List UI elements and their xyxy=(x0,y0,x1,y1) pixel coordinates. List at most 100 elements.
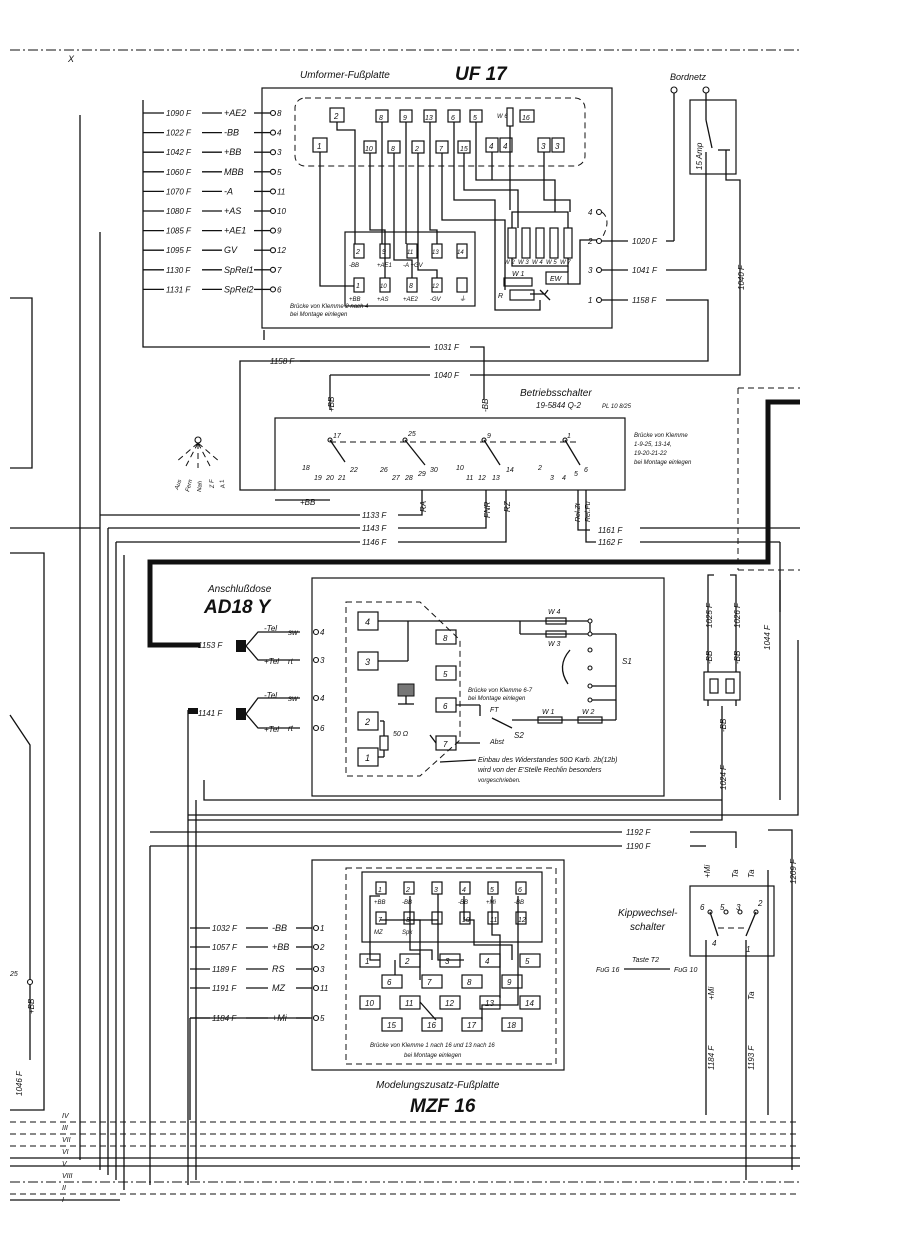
svg-text:VII: VII xyxy=(62,1137,71,1144)
uf17-frame xyxy=(261,87,613,329)
ad18y-note-leader xyxy=(439,759,477,763)
svg-text:-BB: -BB xyxy=(402,900,412,906)
svg-text:3: 3 xyxy=(277,148,282,157)
mid-wire-1162: 1162 F xyxy=(598,538,623,547)
bottom-bus: IV III VII VI V VIII II I xyxy=(10,1113,800,1204)
svg-text:+BB: +BB xyxy=(349,297,361,303)
svg-text:11: 11 xyxy=(407,250,413,256)
svg-text:11: 11 xyxy=(320,984,328,993)
ad18y-note1-2: bei Montage einlegen xyxy=(468,696,526,702)
svg-text:4: 4 xyxy=(503,142,508,151)
right-side-connector-pin-2 xyxy=(725,678,735,694)
svg-text:7: 7 xyxy=(443,740,448,749)
mzf16-note-1: Brücke von Klemme 1 nach 16 und 13 nach … xyxy=(370,1043,495,1049)
svg-text:18: 18 xyxy=(302,465,310,472)
svg-text:2: 2 xyxy=(319,943,325,952)
svg-text:2: 2 xyxy=(333,112,339,121)
mzf16-title: Modelungszusatz-Fußplatte xyxy=(376,1080,500,1091)
svg-text:6: 6 xyxy=(451,115,455,122)
fuse-label: 15 Amp xyxy=(695,142,704,170)
svg-text:VI: VI xyxy=(62,1149,69,1156)
bus-wire-1031: 1031 F xyxy=(434,343,460,352)
svg-text:8: 8 xyxy=(391,146,395,153)
kipp-mi-top: +Mi xyxy=(703,865,712,878)
svg-text:17: 17 xyxy=(333,433,342,440)
roman-mark-top: X xyxy=(67,54,75,64)
svg-text:1032 F: 1032 F xyxy=(212,924,238,933)
svg-text:8: 8 xyxy=(443,634,448,643)
right-wire-1025: 1025 F xyxy=(705,602,714,628)
svg-text:3: 3 xyxy=(320,656,325,665)
svg-text:W 6: W 6 xyxy=(497,114,508,120)
uf17-r-label: R xyxy=(498,293,503,300)
ad18y-title: Anschlußdose xyxy=(207,584,272,595)
svg-text:5: 5 xyxy=(473,115,477,122)
mid-wire-1161: 1161 F xyxy=(598,526,623,535)
svg-text:Nah: Nah xyxy=(197,480,204,492)
svg-text:4: 4 xyxy=(277,129,282,138)
svg-text:10: 10 xyxy=(380,284,387,290)
svg-text:VIII: VIII xyxy=(62,1173,73,1180)
svg-text:1141 F: 1141 F xyxy=(198,709,223,718)
uf17-title: Umformer-Fußplatte xyxy=(300,70,390,81)
svg-text:16: 16 xyxy=(427,1021,436,1030)
svg-text:MZ: MZ xyxy=(374,930,383,936)
svg-text:1153 F: 1153 F xyxy=(198,641,223,650)
svg-text:2: 2 xyxy=(757,899,763,908)
svg-text:21: 21 xyxy=(337,475,346,482)
svg-text:10: 10 xyxy=(277,207,286,216)
svg-text:7: 7 xyxy=(427,978,432,987)
svg-text:5: 5 xyxy=(490,887,494,894)
betrieb-sub: 19-5844 Q-2 xyxy=(536,401,581,410)
far-left-terminal-25 xyxy=(26,978,34,986)
kipp-wire-1184: 1184 F xyxy=(707,1045,716,1070)
svg-text:GV: GV xyxy=(224,245,238,255)
uf17-ew-box xyxy=(545,271,569,285)
svg-text:15: 15 xyxy=(460,146,468,153)
svg-text:+BB: +BB xyxy=(374,900,386,906)
kipp-wire-1209: 1209 F xyxy=(789,858,798,884)
svg-text:7: 7 xyxy=(439,146,444,153)
ad18y-note1-1: Brücke von Klemme 6-7 xyxy=(468,688,533,694)
kipp-ta-bot: Ta xyxy=(747,991,756,1000)
svg-text:-BB: -BB xyxy=(224,128,239,138)
betrieb-bottom-plus-bb: +BB xyxy=(300,498,316,507)
svg-text:+AS: +AS xyxy=(377,297,389,303)
svg-text:6: 6 xyxy=(443,702,448,711)
svg-text:22: 22 xyxy=(349,467,358,474)
betrieb-plus-bb: +BB xyxy=(327,396,336,412)
svg-text:3: 3 xyxy=(541,142,546,151)
svg-text:MZ: MZ xyxy=(272,983,285,993)
ad18y-w2 xyxy=(577,716,603,724)
svg-text:3: 3 xyxy=(550,475,554,482)
ad18y-note2-2: wird von der E'Stelle Rechlin besonders xyxy=(478,767,602,774)
svg-text:13: 13 xyxy=(492,475,500,482)
bus-wire-1158: 1158 F xyxy=(270,357,295,366)
uf17-dashed-zone xyxy=(294,97,586,167)
svg-text:3: 3 xyxy=(555,142,560,151)
svg-text:9: 9 xyxy=(507,978,512,987)
betrieb-out-rz: RZ xyxy=(503,500,512,512)
svg-text:16: 16 xyxy=(522,115,530,122)
bus-wire-1040: 1040 F xyxy=(434,371,460,380)
betrieb-frame xyxy=(274,417,626,491)
svg-text:12: 12 xyxy=(277,246,286,255)
svg-text:11: 11 xyxy=(405,999,413,1008)
svg-text:12: 12 xyxy=(478,475,486,482)
svg-text:+BB: +BB xyxy=(224,147,241,157)
svg-text:1: 1 xyxy=(317,142,321,151)
svg-text:11: 11 xyxy=(466,475,473,482)
svg-text:14: 14 xyxy=(506,467,514,474)
svg-text:SpRel1: SpRel1 xyxy=(224,265,254,275)
right-bb-3: -BB xyxy=(719,718,728,732)
svg-text:28: 28 xyxy=(404,475,413,482)
uf17-top-box-row: 2 8 9 13 6 5 16 W 6 xyxy=(329,107,535,127)
svg-text:IV: IV xyxy=(62,1113,70,1120)
svg-text:6: 6 xyxy=(320,724,325,733)
svg-text:1022 F: 1022 F xyxy=(166,129,192,138)
uf17-relay-coil xyxy=(509,289,535,301)
svg-text:2: 2 xyxy=(587,237,593,246)
svg-text:4: 4 xyxy=(588,208,593,217)
